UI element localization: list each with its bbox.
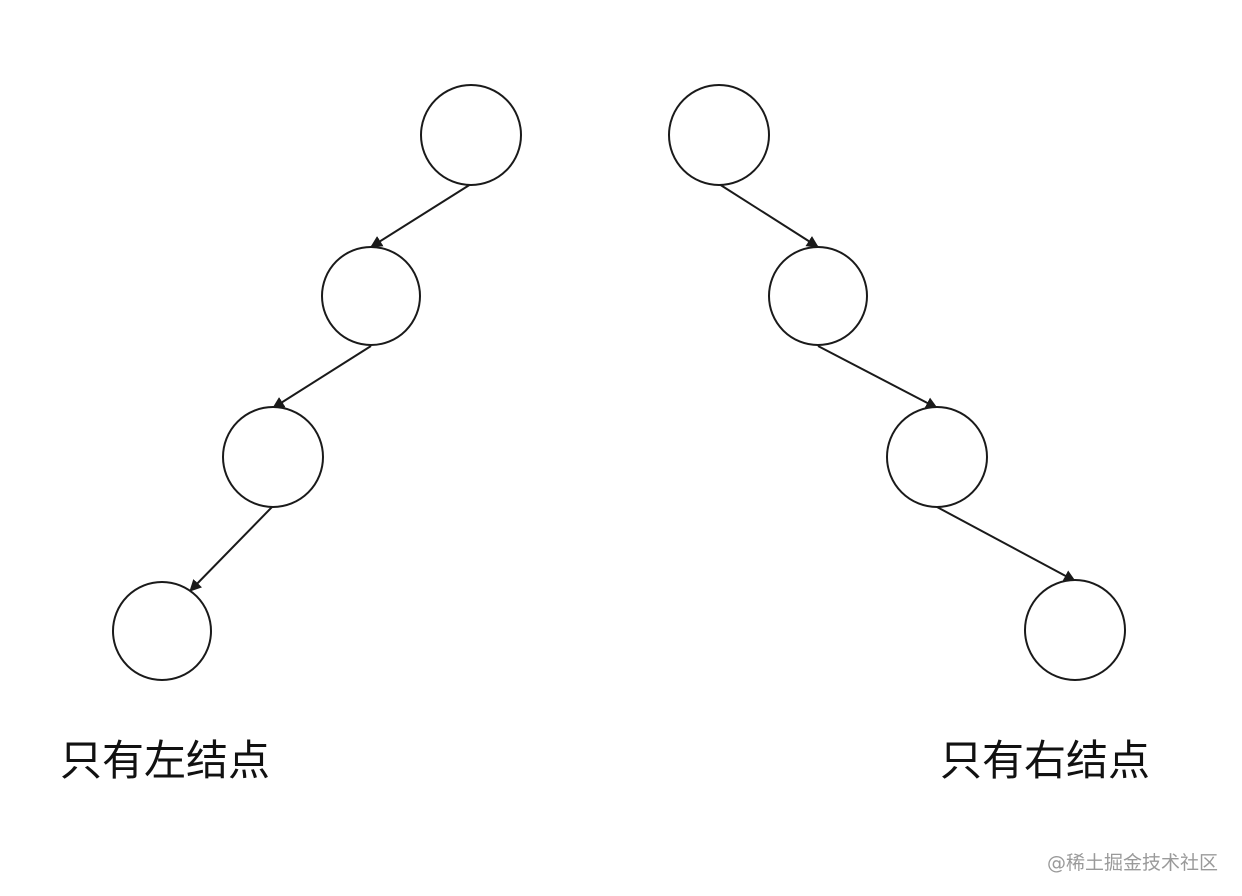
- left-skewed-tree: [112, 84, 522, 681]
- left-tree-node-3: [222, 406, 324, 508]
- left-tree-node-4: [112, 581, 212, 681]
- left-edge-3-4: [189, 506, 273, 592]
- right-tree-node-1: [668, 84, 770, 186]
- left-edge-1-2: [370, 183, 472, 248]
- left-tree-caption: 只有左结点: [60, 736, 271, 785]
- watermark: @稀土掘金技术社区: [1046, 852, 1218, 874]
- right-tree-node-3: [886, 406, 988, 508]
- right-edge-3-4: [936, 506, 1076, 582]
- right-tree-node-2: [768, 246, 868, 346]
- right-skewed-tree: [668, 84, 1126, 681]
- left-tree-node-1: [420, 84, 522, 186]
- right-edge-1-2: [718, 183, 819, 248]
- left-tree-node-2: [321, 246, 421, 346]
- right-edge-2-3: [817, 345, 938, 409]
- left-edge-2-3: [272, 345, 372, 409]
- right-tree-node-4: [1024, 579, 1126, 681]
- right-tree-caption: 只有右结点: [940, 736, 1151, 785]
